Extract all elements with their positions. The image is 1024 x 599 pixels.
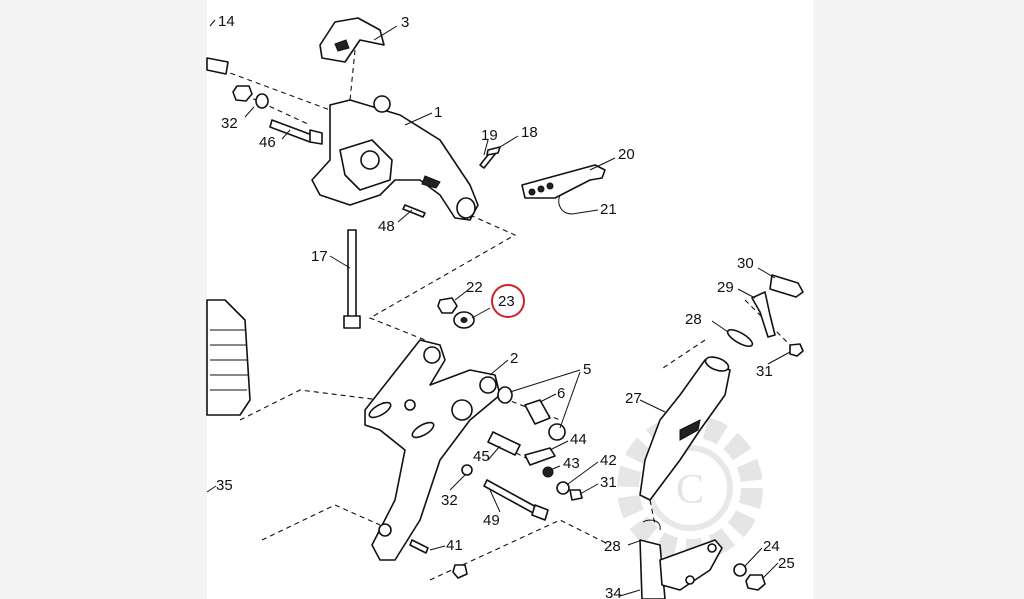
watermark-letter: C [676, 467, 704, 513]
callout-31-top[interactable]: 31 [756, 363, 773, 380]
callout-35[interactable]: 35 [216, 477, 233, 494]
callout-25[interactable]: 25 [778, 555, 795, 572]
callout-48[interactable]: 48 [378, 218, 395, 235]
callout-17[interactable]: 17 [311, 248, 328, 265]
callout-46[interactable]: 46 [259, 134, 276, 151]
pivot-44 [524, 447, 556, 466]
lever-2 [364, 339, 501, 561]
pin-48 [402, 204, 426, 218]
leader-lines [206, 19, 791, 597]
nut-31-top [789, 343, 804, 357]
callout-20[interactable]: 20 [618, 146, 635, 163]
callout-labels: 14 3 1 32 46 19 18 20 21 48 17 22 23 30 … [216, 13, 795, 599]
callout-32-bottom[interactable]: 32 [441, 492, 458, 509]
roller-28-top [726, 328, 754, 348]
spring-43 [542, 466, 554, 478]
bushing-23 [453, 311, 475, 329]
callout-28-top[interactable]: 28 [685, 311, 702, 328]
callout-44[interactable]: 44 [570, 431, 587, 448]
callout-30[interactable]: 30 [737, 255, 754, 272]
nut-25 [745, 574, 766, 591]
washer-24 [733, 563, 747, 577]
link-20 [521, 164, 606, 199]
callout-31-bottom[interactable]: 31 [600, 474, 617, 491]
callout-32-top[interactable]: 32 [221, 115, 238, 132]
callout-23[interactable]: 23 [498, 293, 515, 310]
callout-24[interactable]: 24 [763, 538, 780, 555]
nut-22 [437, 297, 458, 314]
washer-42 [556, 481, 583, 501]
callout-41[interactable]: 41 [446, 537, 463, 554]
callout-6[interactable]: 6 [557, 385, 565, 402]
callout-28-bottom[interactable]: 28 [604, 538, 621, 555]
callout-5[interactable]: 5 [583, 361, 591, 378]
highlight-circle-23 [491, 284, 525, 318]
callout-18[interactable]: 18 [521, 124, 538, 141]
clip-28-bottom [642, 519, 661, 531]
knob-30 [769, 274, 804, 298]
bushing-6 [524, 399, 551, 425]
arm-34 [639, 539, 723, 599]
arm-27 [639, 356, 731, 501]
pin-41 [409, 539, 468, 579]
rod-17 [343, 229, 361, 329]
clip-21 [558, 194, 573, 215]
callout-3[interactable]: 3 [401, 14, 409, 31]
bracket-29 [751, 291, 776, 338]
shock-spring [206, 299, 251, 416]
bolt-46 [269, 119, 323, 145]
callout-45[interactable]: 45 [473, 448, 490, 465]
callout-29[interactable]: 29 [717, 279, 734, 296]
pivot-45 [487, 431, 521, 456]
nut-32-top [232, 85, 269, 109]
callout-1[interactable]: 1 [434, 104, 442, 121]
bolt-49 [483, 479, 549, 521]
bracket-3 [319, 17, 385, 63]
callout-49[interactable]: 49 [483, 512, 500, 529]
bushing-5 [497, 386, 566, 441]
shaft-14 [206, 57, 229, 75]
washer-32-bottom [461, 464, 473, 476]
callout-21[interactable]: 21 [600, 201, 617, 218]
pin-18 [486, 146, 501, 156]
callout-22[interactable]: 22 [466, 279, 483, 296]
callout-42[interactable]: 42 [600, 452, 617, 469]
assembly-dashed-lines [221, 49, 791, 581]
callout-34[interactable]: 34 [605, 585, 622, 599]
bracket-1 [311, 95, 479, 221]
callout-43[interactable]: 43 [563, 455, 580, 472]
callout-2[interactable]: 2 [510, 350, 518, 367]
callout-14[interactable]: 14 [218, 13, 235, 30]
callout-27[interactable]: 27 [625, 390, 642, 407]
callout-19[interactable]: 19 [481, 127, 498, 144]
